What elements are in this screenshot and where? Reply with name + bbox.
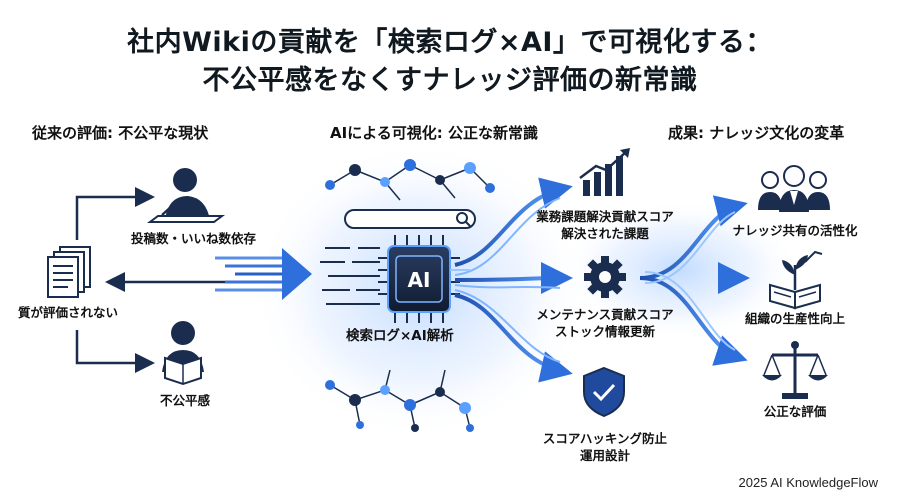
posts-likes-label: 投稿数・いいね数依存 xyxy=(131,231,257,246)
top-network-nodes xyxy=(325,159,495,193)
business-score-label: 業務課題解決貢献スコア 解決された課題 xyxy=(536,209,674,241)
arrow-to-posts xyxy=(75,187,155,240)
writing-person-icon xyxy=(147,168,225,223)
ai-chip-icon: AI xyxy=(378,235,460,323)
title-line2: 不公平感をなくすナレッジ評価の新常識 xyxy=(202,65,698,96)
growing-book-icon xyxy=(769,250,823,310)
bottom-network-nodes xyxy=(325,380,474,432)
footer-credit: 2025 AI KnowledgeFlow xyxy=(738,475,878,490)
result-flows xyxy=(639,195,750,366)
balance-scale-icon xyxy=(762,341,828,399)
quality-unrated-label: 質が評価されない xyxy=(18,305,119,320)
ai-chip-label: AI xyxy=(408,268,431,292)
section-left-heading: 従来の評価: 不公平な現状 xyxy=(32,124,209,142)
gear-icon xyxy=(584,256,626,298)
people-group-icon xyxy=(758,165,830,212)
arrow-to-unfair xyxy=(75,330,155,373)
output-flows xyxy=(450,177,573,383)
bar-chart-icon xyxy=(579,148,630,196)
anti-hacking-label: スコアハッキング防止 運用設計 xyxy=(542,431,668,463)
search-bar xyxy=(344,209,476,229)
fair-evaluation-label: 公正な評価 xyxy=(763,404,827,419)
shield-check-icon xyxy=(583,366,625,418)
section-right-heading: 成果: ナレッジ文化の変革 xyxy=(668,124,845,142)
input-flow-arrow xyxy=(215,248,312,300)
left-data-lines xyxy=(320,247,380,305)
documents-icon xyxy=(47,246,91,298)
unfairness-label: 不公平感 xyxy=(160,393,211,408)
knowledge-sharing-label: ナレッジ共有の活性化 xyxy=(732,223,858,238)
title-line1: 社内Wikiの貢献を「検索ログ×AI」で可視化する： xyxy=(127,27,773,58)
maintenance-score-label: メンテナンス貢献スコア ストック情報更新 xyxy=(536,307,674,339)
productivity-label: 組織の生産性向上 xyxy=(744,311,845,326)
search-log-ai-caption: 検索ログ×AI解析 xyxy=(346,328,454,344)
reading-person-icon xyxy=(162,321,204,386)
section-center-heading: AIによる可視化: 公正な新常識 xyxy=(330,124,538,142)
